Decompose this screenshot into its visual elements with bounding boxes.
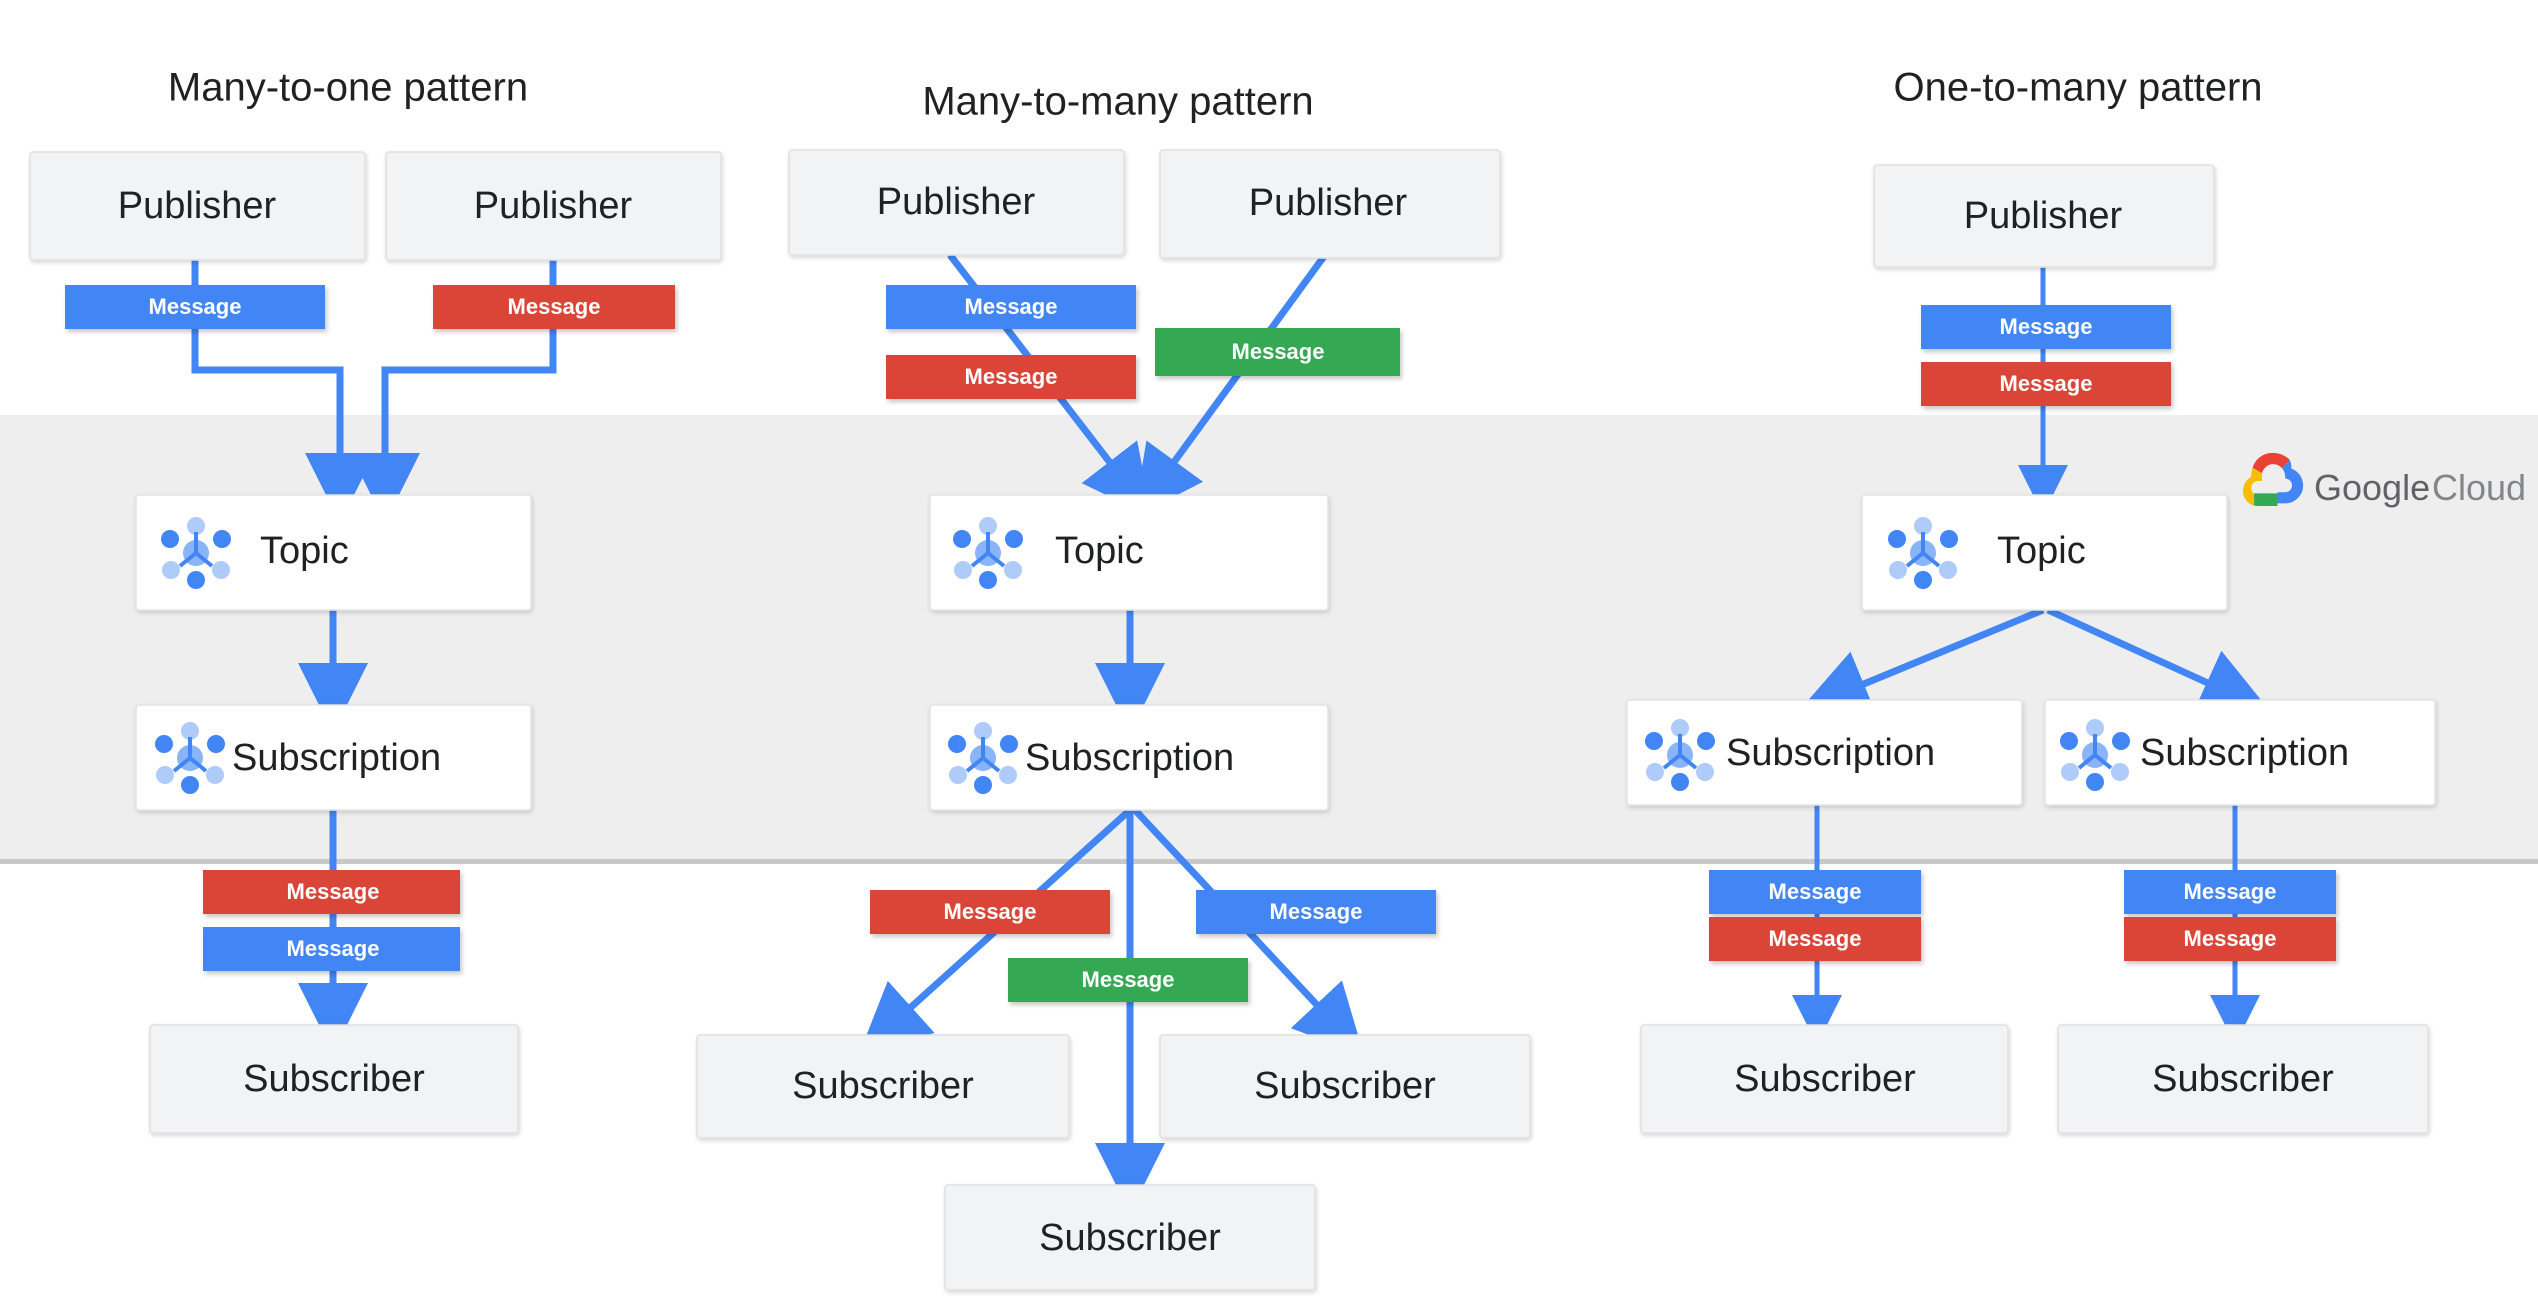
message-chip: Message bbox=[1709, 870, 1921, 914]
pubsub-topic-icon bbox=[161, 517, 231, 589]
publisher-label: Publisher bbox=[1964, 195, 2123, 237]
publisher-node[interactable]: Publisher bbox=[788, 149, 1125, 256]
message-label: Message bbox=[2000, 314, 2093, 339]
topic-node[interactable]: Topic bbox=[1861, 494, 2228, 611]
message-chip: Message bbox=[1008, 958, 1248, 1002]
message-label: Message bbox=[287, 936, 380, 961]
message-chip: Message bbox=[886, 285, 1136, 329]
message-chip: Message bbox=[203, 870, 460, 914]
message-chip: Message bbox=[870, 890, 1110, 934]
message-chip: Message bbox=[1155, 328, 1400, 376]
message-label: Message bbox=[149, 294, 242, 319]
message-label: Message bbox=[508, 294, 601, 319]
brand-name-google: Google bbox=[2314, 467, 2430, 508]
message-chip: Message bbox=[886, 355, 1136, 399]
column-title-many-to-many: Many-to-many pattern bbox=[922, 80, 1313, 124]
pubsub-topic-icon bbox=[1888, 517, 1958, 589]
pubsub-subscription-icon bbox=[948, 722, 1018, 794]
publisher-node[interactable]: Publisher bbox=[385, 151, 722, 261]
google-cloud-logo bbox=[2243, 452, 2304, 506]
topic-node[interactable]: Topic bbox=[135, 494, 532, 611]
column-title-many-to-one: Many-to-one pattern bbox=[168, 66, 528, 110]
message-chip: Message bbox=[203, 927, 460, 971]
message-label: Message bbox=[965, 364, 1058, 389]
subscription-node[interactable]: Subscription bbox=[2044, 699, 2436, 806]
message-label: Message bbox=[2184, 879, 2277, 904]
subscriber-node[interactable]: Subscriber bbox=[1159, 1034, 1531, 1139]
message-chip: Message bbox=[2124, 870, 2336, 914]
google-cloud-logo-lockup: Google Cloud bbox=[2243, 452, 2526, 508]
message-label: Message bbox=[1232, 339, 1325, 364]
message-chip: Message bbox=[1709, 917, 1921, 961]
message-label: Message bbox=[2000, 371, 2093, 396]
subscription-label: Subscription bbox=[1726, 732, 1935, 774]
topic-label: Topic bbox=[1997, 530, 2086, 572]
message-label: Message bbox=[1082, 967, 1175, 992]
pubsub-subscription-icon bbox=[1645, 719, 1715, 791]
publisher-label: Publisher bbox=[474, 185, 633, 227]
subscription-node[interactable]: Subscription bbox=[135, 704, 532, 811]
message-label: Message bbox=[1769, 926, 1862, 951]
subscriber-label: Subscriber bbox=[1254, 1065, 1436, 1107]
message-label: Message bbox=[965, 294, 1058, 319]
topic-label: Topic bbox=[1055, 530, 1144, 572]
message-chip: Message bbox=[2124, 917, 2336, 961]
topic-node[interactable]: Topic bbox=[929, 494, 1329, 611]
subscriber-node[interactable]: Subscriber bbox=[149, 1024, 519, 1134]
publisher-node[interactable]: Publisher bbox=[1159, 149, 1501, 259]
publisher-label: Publisher bbox=[1249, 182, 1408, 224]
subscription-label: Subscription bbox=[1025, 737, 1234, 779]
message-chip: Message bbox=[1921, 362, 2171, 406]
subscriber-label: Subscriber bbox=[792, 1065, 974, 1107]
publisher-node[interactable]: Publisher bbox=[29, 151, 366, 261]
publisher-label: Publisher bbox=[877, 181, 1036, 223]
column-title-one-to-many: One-to-many pattern bbox=[1893, 66, 2262, 110]
subscriber-node[interactable]: Subscriber bbox=[696, 1034, 1070, 1139]
message-label: Message bbox=[287, 879, 380, 904]
subscriber-node[interactable]: Subscriber bbox=[1640, 1024, 2009, 1134]
publisher-node[interactable]: Publisher bbox=[1873, 164, 2215, 268]
message-label: Message bbox=[1769, 879, 1862, 904]
subscriber-node[interactable]: Subscriber bbox=[2057, 1024, 2429, 1134]
subscriber-label: Subscriber bbox=[243, 1058, 425, 1100]
subscription-node[interactable]: Subscription bbox=[1626, 699, 2023, 806]
publisher-label: Publisher bbox=[118, 185, 277, 227]
message-chip: Message bbox=[1921, 305, 2171, 349]
brand-name-cloud: Cloud bbox=[2432, 467, 2526, 508]
subscription-label: Subscription bbox=[2140, 732, 2349, 774]
subscription-label: Subscription bbox=[232, 737, 441, 779]
pubsub-subscription-icon bbox=[155, 722, 225, 794]
pubsub-topic-icon bbox=[953, 517, 1023, 589]
topic-label: Topic bbox=[260, 530, 349, 572]
message-chip: Message bbox=[1196, 890, 1436, 934]
message-label: Message bbox=[944, 899, 1037, 924]
subscriber-label: Subscriber bbox=[2152, 1058, 2334, 1100]
subscriber-node[interactable]: Subscriber bbox=[944, 1184, 1316, 1291]
subscriber-label: Subscriber bbox=[1734, 1058, 1916, 1100]
message-chip: Message bbox=[65, 285, 325, 329]
message-label: Message bbox=[2184, 926, 2277, 951]
subscriber-label: Subscriber bbox=[1039, 1217, 1221, 1259]
pubsub-subscription-icon bbox=[2060, 719, 2130, 791]
message-chip: Message bbox=[433, 285, 675, 329]
message-label: Message bbox=[1270, 899, 1363, 924]
subscription-node[interactable]: Subscription bbox=[929, 704, 1329, 811]
